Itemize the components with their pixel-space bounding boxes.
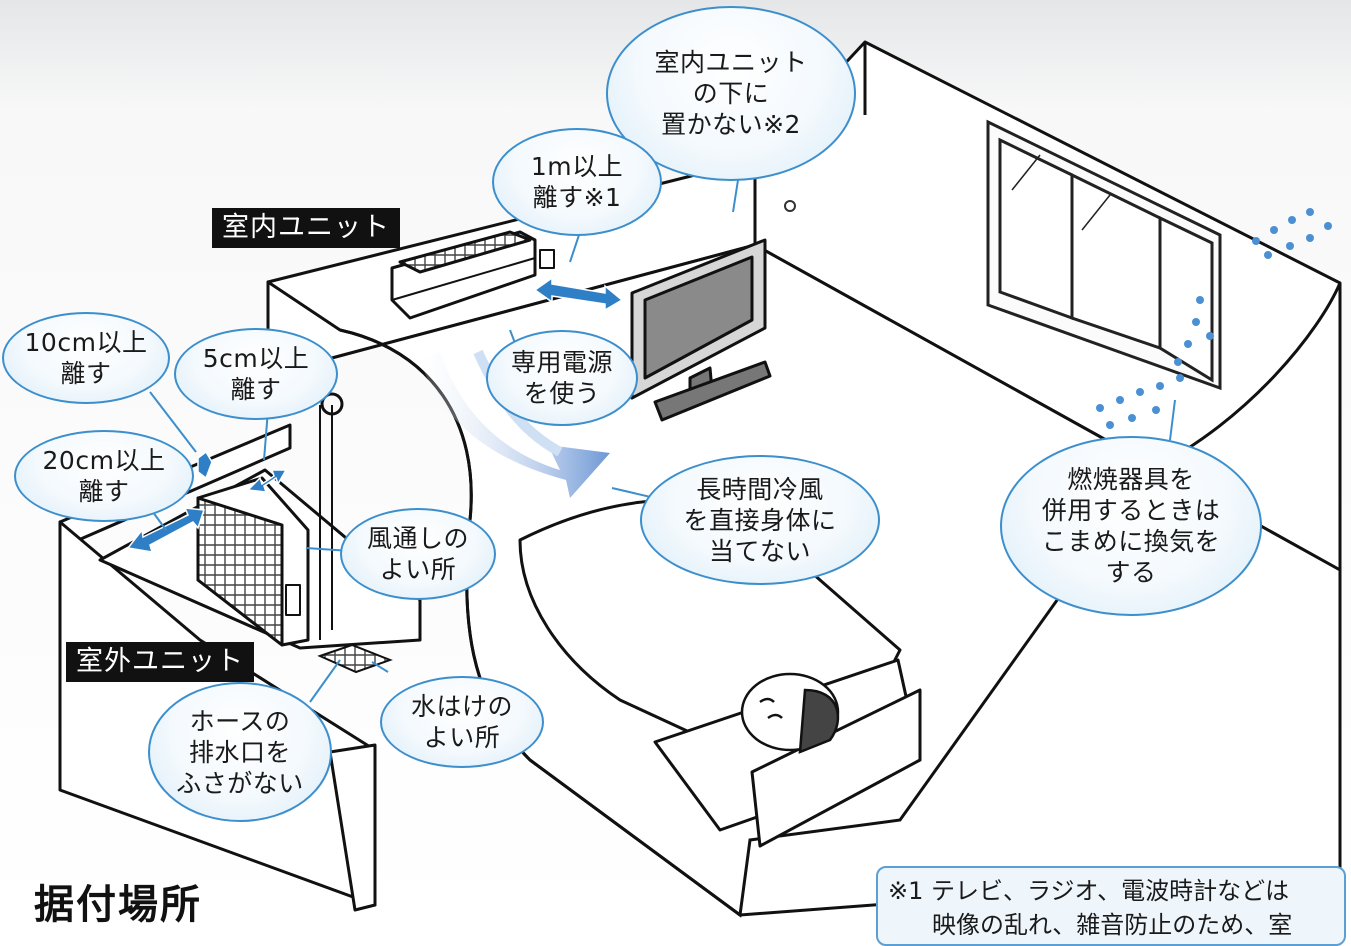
indoor-unit [390,230,555,320]
drain-grate [317,643,393,674]
bubble-twenty-cm-away: 20cm以上 離す [14,430,194,522]
bubble-one-meter-away: 1m以上 離す※1 [492,128,662,236]
ventilation-dots [1096,208,1332,429]
sleeping-person [740,672,840,754]
footnote-line-1: ※1 テレビ、ラジオ、電波時計などは [888,877,1290,905]
bubble-dedicated-power: 専用電源 を使う [486,330,638,426]
bubble-ventilate-with-combustion: 燃焼器具を 併用するときは こまめに換気を する [1000,436,1262,616]
indoor-unit-label: 室内ユニット [212,208,400,248]
footnote-box: ※1 テレビ、ラジオ、電波時計などは 映像の乱れ、雑音防止のため、室 [876,866,1346,946]
bubble-no-direct-cold-air: 長時間冷風 を直接身体に 当てない [640,455,880,585]
bubble-good-drainage: 水はけの よい所 [380,676,544,768]
bubble-five-cm-away: 5cm以上 離す [174,328,338,420]
bubble-under-indoor-unit: 室内ユニット の下に 置かない※2 [606,6,856,181]
outdoor-unit [196,476,310,647]
bubble-ten-cm-away: 10cm以上 離す [2,312,170,404]
bubble-keep-drain-hose-clear: ホースの 排水口を ふさがない [148,682,332,822]
outdoor-unit-label: 室外ユニット [66,642,254,682]
television [630,238,772,422]
bubble-good-ventilation: 風通しの よい所 [340,508,496,600]
footnote-line-2: 映像の乱れ、雑音防止のため、室 [932,911,1293,939]
airflow-arrow [420,352,610,498]
window [986,119,1222,391]
section-heading: 据付場所 [34,882,202,928]
